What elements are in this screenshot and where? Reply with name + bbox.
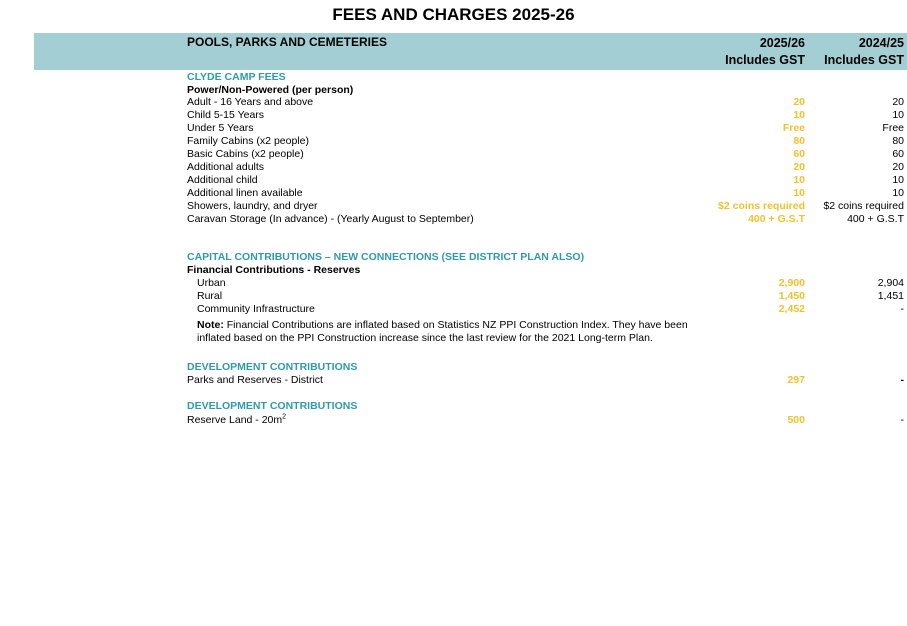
value-2025-26: 297 (787, 374, 805, 386)
value-2024-25: Free (882, 122, 904, 134)
value-2024-25: - (900, 414, 905, 426)
row-label: Reserve Land - 20m2 (187, 414, 286, 427)
value-2025-26: 10 (793, 109, 805, 121)
value-2025-26: 10 (793, 187, 805, 199)
value-2025-26: 20 (793, 96, 805, 108)
table-row: Reserve Land - 20m2 500 - (0, 414, 907, 427)
row-label-superscript: 2 (282, 413, 287, 421)
subheading-power-non-powered: Power/Non-Powered (per person) (187, 84, 354, 96)
value-2025-26: 400 + G.S.T (748, 213, 805, 225)
value-2025-26: 60 (793, 148, 805, 160)
financial-contributions-note: Note: Financial Contributions are inflat… (197, 319, 697, 345)
table-header-band (34, 33, 907, 70)
section-heading-development-contributions: DEVELOPMENT CONTRIBUTIONS (187, 361, 358, 373)
table-row: Showers, laundry, and dryer $2 coins req… (0, 200, 907, 213)
column-header-2024-25: 2024/25 Includes GST (824, 35, 904, 69)
value-2025-26: Free (782, 122, 805, 134)
value-2024-25: 80 (892, 135, 904, 147)
row-label: Adult - 16 Years and above (187, 96, 314, 108)
value-2025-26: 1,450 (778, 290, 805, 302)
row-label: Urban (197, 277, 226, 289)
note-label: Note: (197, 319, 224, 331)
row-label: Rural (197, 290, 223, 302)
row-label: Child 5-15 Years (187, 109, 265, 121)
row-label: Basic Cabins (x2 people) (187, 148, 304, 160)
row-label-text: Reserve Land - 20m (187, 414, 283, 426)
value-2024-25: 20 (892, 161, 904, 173)
column-header-2024-25-year: 2024/25 (858, 36, 904, 50)
table-row: Additional adults 20 20 (0, 161, 907, 174)
value-2024-25: $2 coins required (823, 200, 904, 212)
row-label: Caravan Storage (In advance) - (Yearly A… (187, 213, 474, 225)
row-label: Parks and Reserves - District (187, 374, 323, 386)
row-label: Additional adults (187, 161, 265, 173)
table-row: Basic Cabins (x2 people) 60 60 (0, 148, 907, 161)
table-row: Community Infrastructure 2,452 - (0, 303, 907, 316)
value-2024-25: - (900, 303, 905, 315)
value-2025-26: 2,452 (778, 303, 805, 315)
row-label: Family Cabins (x2 people) (187, 135, 309, 147)
table-row: Under 5 Years Free Free (0, 122, 907, 135)
note-text: Financial Contributions are inflated bas… (197, 319, 688, 344)
section-heading-capital-contributions: CAPITAL CONTRIBUTIONS – NEW CONNECTIONS … (187, 251, 585, 263)
value-2024-25: 400 + G.S.T (847, 213, 904, 225)
value-2025-26: $2 coins required (718, 200, 805, 212)
row-label: Additional linen available (187, 187, 303, 199)
subheading-financial-contributions: Financial Contributions - Reserves (187, 264, 361, 276)
value-2025-26: 80 (793, 135, 805, 147)
section-heading-development-contributions: DEVELOPMENT CONTRIBUTIONS (187, 400, 358, 412)
value-2025-26: 10 (793, 174, 805, 186)
table-row: Additional linen available 10 10 (0, 187, 907, 200)
table-row: Additional child 10 10 (0, 174, 907, 187)
row-label: Additional child (187, 174, 258, 186)
value-2025-26: 20 (793, 161, 805, 173)
table-row: Rural 1,450 1,451 (0, 290, 907, 303)
value-2024-25: 60 (892, 148, 904, 160)
value-2024-25: 10 (892, 174, 904, 186)
table-row: Caravan Storage (In advance) - (Yearly A… (0, 213, 907, 226)
table-row: Parks and Reserves - District 297 - (0, 374, 907, 387)
table-row: Urban 2,900 2,904 (0, 277, 907, 290)
row-label: Showers, laundry, and dryer (187, 200, 318, 212)
value-2025-26: 500 (787, 414, 805, 426)
column-header-2025-26-gst: Includes GST (725, 53, 805, 67)
column-header-2025-26: 2025/26 Includes GST (725, 35, 805, 69)
row-label: Under 5 Years (187, 122, 254, 134)
value-2024-25: 2,904 (877, 277, 904, 289)
value-2024-25: 10 (892, 187, 904, 199)
value-2024-25: 20 (892, 96, 904, 108)
column-header-2025-26-year: 2025/26 (759, 36, 805, 50)
column-header-2024-25-gst: Includes GST (824, 53, 904, 67)
table-row: Child 5-15 Years 10 10 (0, 109, 907, 122)
row-label: Community Infrastructure (197, 303, 315, 315)
table-row: Adult - 16 Years and above 20 20 (0, 96, 907, 109)
value-2024-25: 1,451 (877, 290, 904, 302)
value-2024-25: 10 (892, 109, 904, 121)
page-title: FEES AND CHARGES 2025-26 (332, 5, 575, 24)
table-section-title: POOLS, PARKS AND CEMETERIES (187, 35, 388, 49)
value-2024-25: - (900, 374, 905, 386)
value-2025-26: 2,900 (778, 277, 805, 289)
section-heading-clyde-camp: CLYDE CAMP FEES (187, 71, 286, 83)
table-row: Family Cabins (x2 people) 80 80 (0, 135, 907, 148)
